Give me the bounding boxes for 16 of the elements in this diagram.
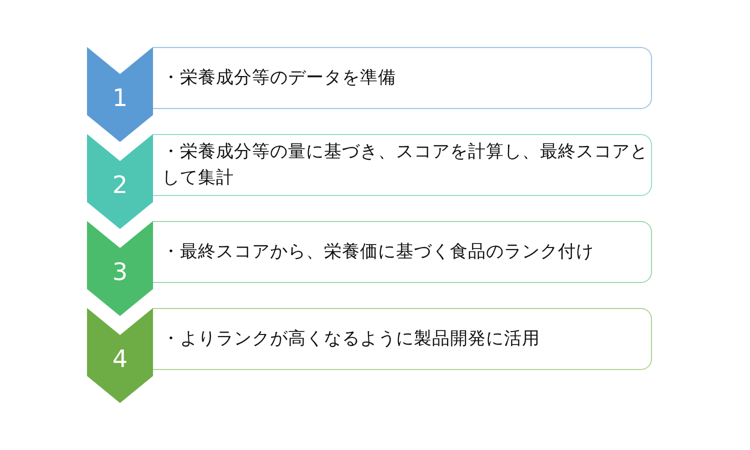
step-marker [87, 47, 153, 142]
step-number: 3 [112, 258, 128, 286]
step-box [153, 308, 652, 370]
step-text: ・よりランクが高くなるように製品開発に活用 [162, 328, 540, 351]
step-number: 1 [112, 84, 128, 112]
step-box [153, 221, 652, 283]
step-text: ・栄養成分等のデータを準備 [162, 67, 396, 90]
step-marker [87, 308, 153, 403]
step-marker [87, 221, 153, 316]
step-number: 4 [112, 345, 128, 373]
step-marker [87, 134, 153, 229]
step-box [153, 47, 652, 109]
step-text: ・栄養成分等の量に基づき、スコアを計算し、最終スコアとして集計 [162, 141, 648, 190]
step-box [153, 134, 652, 196]
step-number: 2 [112, 171, 128, 199]
step-text: ・最終スコアから、栄養価に基づく食品のランク付け [162, 241, 594, 264]
